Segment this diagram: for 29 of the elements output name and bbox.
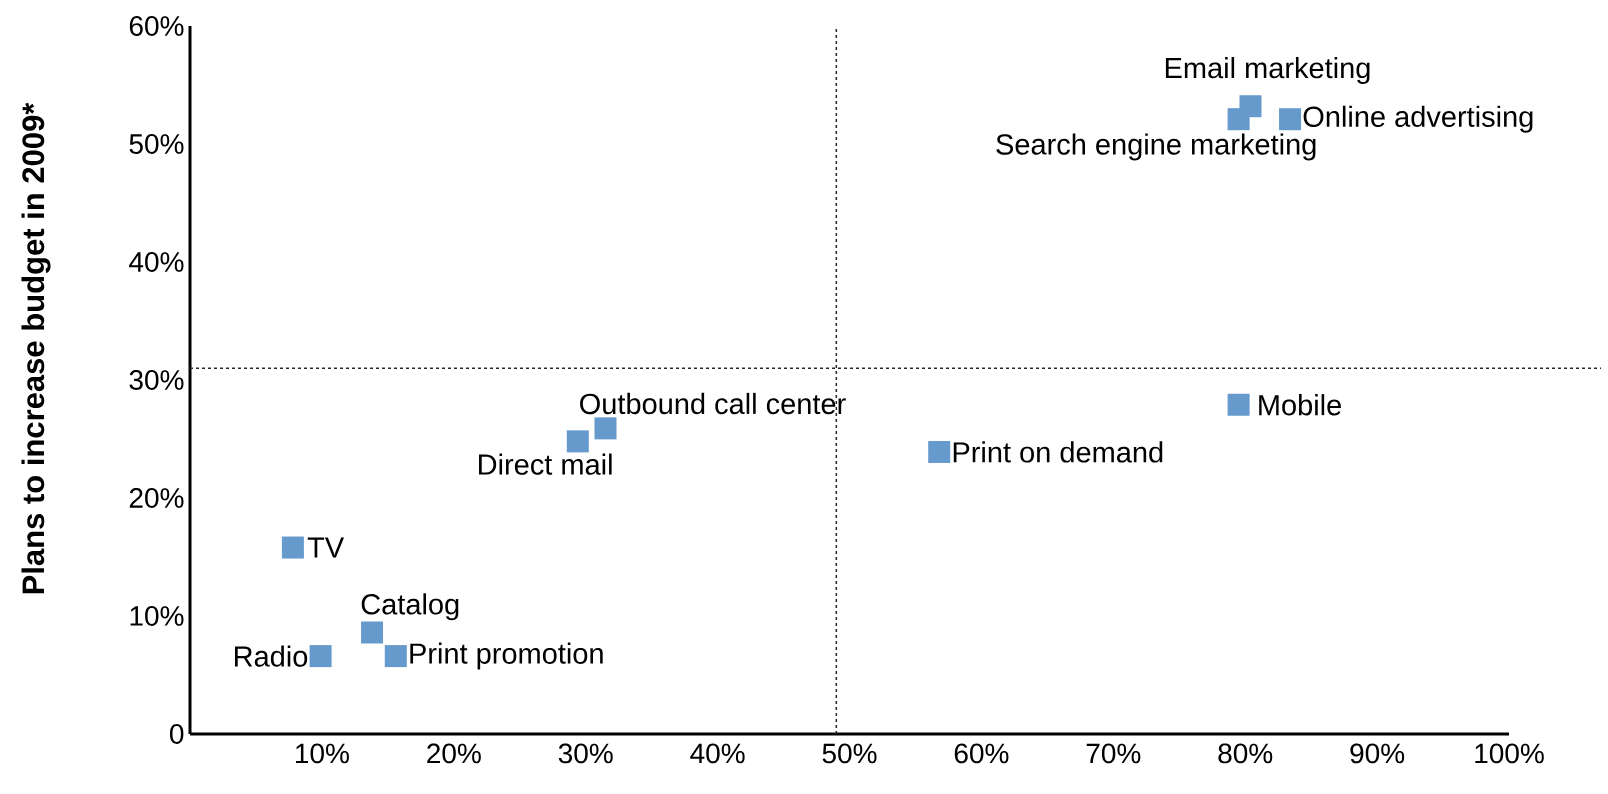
y-tick-label: 50% [129,134,184,154]
point-label: Direct mail [479,453,612,475]
point-label: Radio [235,645,308,667]
point-label: Outbound call center [580,392,846,415]
x-tick-label: 50% [822,743,877,764]
y-tick-label: 30% [129,370,184,390]
x-tick-label: 60% [954,743,1009,764]
point-label: Print on demand [953,441,1163,463]
x-tick-label: 90% [1350,743,1405,764]
axis-title: Plans to increase budget in 2009* [21,102,51,594]
x-tick-label: 100% [1475,743,1544,764]
y-tick-label: 40% [129,252,184,272]
y-tick-label: 10% [130,606,184,626]
x-tick-label: 70% [1086,743,1141,764]
x-tick-label: 20% [427,743,481,764]
point-label: Online advertising [1303,105,1533,133]
x-tick-label: 80% [1218,743,1273,764]
y-tick-label: 20% [129,488,184,508]
x-tick-label: 10% [296,743,349,764]
x-tick-label: 40% [690,743,745,764]
point-label: TV [307,537,345,558]
point-label: Mobile [1259,394,1341,416]
point-label: Search engine marketing [996,133,1316,161]
y-tick-label: 0 [170,724,184,744]
y-tick-label: 60% [129,16,184,36]
point-label: Catalog [361,593,459,621]
point-label: Email marketing [1165,57,1370,85]
x-tick-label: 30% [558,743,613,764]
point-label: Print promotion [410,642,603,670]
